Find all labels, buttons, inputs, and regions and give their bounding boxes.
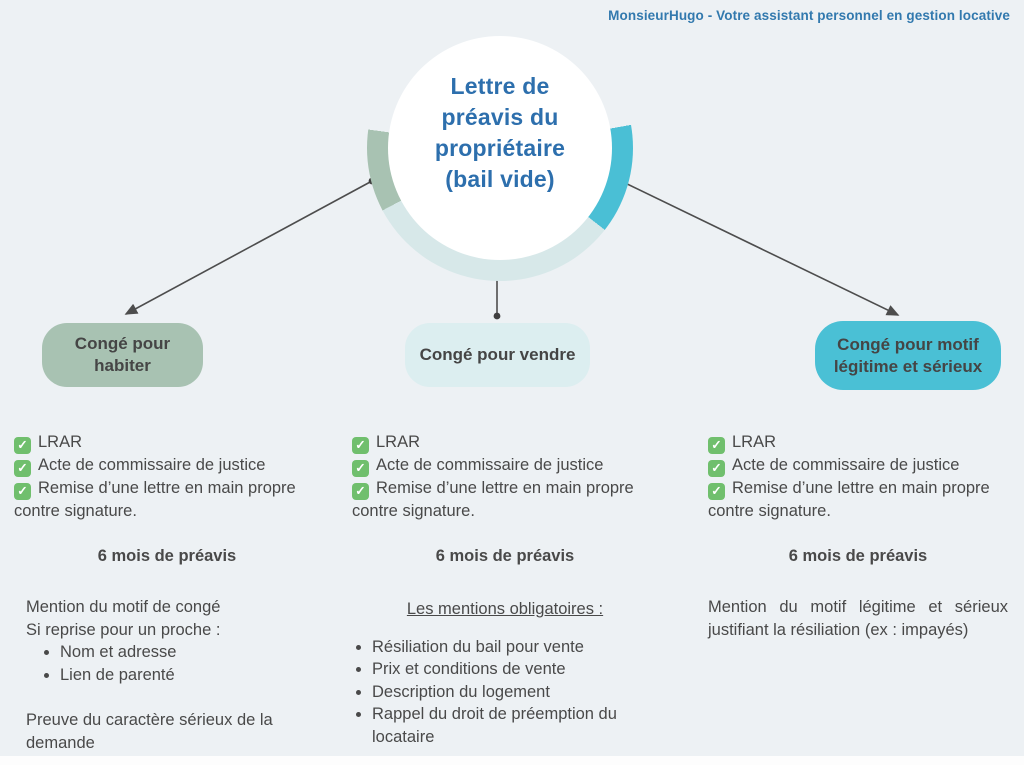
branch-box-vendre: Congé pour vendre (405, 323, 590, 387)
detail-line: Si reprise pour un proche : (26, 620, 221, 639)
detail-footer: Preuve du caractère sérieux de la demand… (26, 711, 273, 752)
check-icon: ✓ (708, 437, 725, 454)
column-vendre: ✓LRAR✓Acte de commissaire de justice✓Rem… (352, 431, 658, 748)
detail-line: Mention du motif de congé (26, 598, 221, 616)
checklist: ✓LRAR✓Acte de commissaire de justice✓Rem… (352, 431, 658, 523)
check-icon: ✓ (14, 460, 31, 477)
check-icon: ✓ (708, 483, 725, 500)
check-text: LRAR (376, 433, 421, 451)
branch-box-motif: Congé pour motif légitime et sérieux (815, 321, 1001, 390)
title-line: Lettre de (450, 73, 550, 99)
bullet-item: Rappel du droit de préemption du locatai… (372, 703, 658, 748)
notice-delay: 6 mois de préavis (788, 546, 928, 565)
column-details: Mention du motif légitime et sérieux jus… (708, 596, 1008, 641)
check-text: Acte de commissaire de justice (38, 456, 266, 474)
checklist: ✓LRAR✓Acte de commissaire de justice✓Rem… (14, 431, 320, 523)
notice-delay: 6 mois de préavis (435, 546, 575, 565)
check-text: Acte de commissaire de justice (376, 456, 604, 474)
check-text: LRAR (732, 433, 777, 451)
arrow-dot (493, 312, 501, 320)
central-node: Lettre de préavis du propriétaire (bail … (388, 36, 612, 260)
column-motif: ✓LRAR✓Acte de commissaire de justice✓Rem… (708, 431, 1008, 641)
check-item: ✓ Acte de commissaire de justice (708, 454, 1008, 477)
title-line: préavis du (441, 104, 559, 130)
check-item: ✓ LRAR (708, 431, 1008, 454)
check-item: ✓Remise d’une lettre en main propre cont… (14, 477, 320, 523)
bullet-list: Résiliation du bail pour ventePrix et co… (352, 636, 658, 749)
bullet-item: Description du logement (372, 681, 658, 704)
bullet-list: Nom et adresseLien de parenté (26, 641, 320, 686)
check-icon: ✓ (352, 460, 369, 477)
check-item: ✓ LRAR (352, 431, 658, 454)
check-icon: ✓ (352, 437, 369, 454)
check-text: Acte de commissaire de justice (732, 456, 960, 474)
notice-delay: 6 mois de préavis (97, 546, 237, 565)
check-icon: ✓ (352, 483, 369, 500)
bullet-item: Lien de parenté (60, 664, 320, 687)
check-item: ✓ Acte de commissaire de justice (14, 454, 320, 477)
title-line: (bail vide) (445, 166, 555, 192)
brand-header: MonsieurHugo - Votre assistant personnel… (608, 8, 1010, 23)
bottom-strip (0, 756, 1024, 765)
arrow-left (124, 180, 373, 315)
bullet-item: Nom et adresse (60, 641, 320, 664)
detail-paragraph: Mention du motif légitime et sérieux jus… (708, 598, 1008, 639)
column-details: Les mentions obligatoires : Résiliation … (352, 598, 658, 748)
checklist: ✓LRAR✓Acte de commissaire de justice✓Rem… (708, 431, 1008, 523)
arrow-right (620, 180, 900, 316)
check-item: ✓Remise d’une lettre en main propre cont… (352, 477, 658, 523)
check-item: ✓ Acte de commissaire de justice (352, 454, 658, 477)
branch-box-habiter: Congé pour habiter (42, 323, 203, 387)
bullet-item: Résiliation du bail pour vente (372, 636, 658, 659)
check-text: Remise d’une lettre en main propre contr… (14, 479, 296, 520)
diagram-title: Lettre de préavis du propriétaire (bail … (435, 71, 565, 195)
bullet-item: Prix et conditions de vente (372, 658, 658, 681)
mentions-heading: Les mentions obligatoires : (406, 600, 604, 618)
check-text: LRAR (38, 433, 83, 451)
check-item: ✓Remise d’une lettre en main propre cont… (708, 477, 1008, 523)
column-habiter: ✓LRAR✓Acte de commissaire de justice✓Rem… (14, 431, 320, 754)
title-line: propriétaire (434, 135, 566, 161)
check-text: Remise d’une lettre en main propre contr… (708, 479, 990, 520)
column-details: Mention du motif de congé Si reprise pou… (14, 596, 320, 754)
check-icon: ✓ (14, 437, 31, 454)
check-text: Remise d’une lettre en main propre contr… (352, 479, 634, 520)
check-icon: ✓ (708, 460, 725, 477)
check-item: ✓ LRAR (14, 431, 320, 454)
check-icon: ✓ (14, 483, 31, 500)
